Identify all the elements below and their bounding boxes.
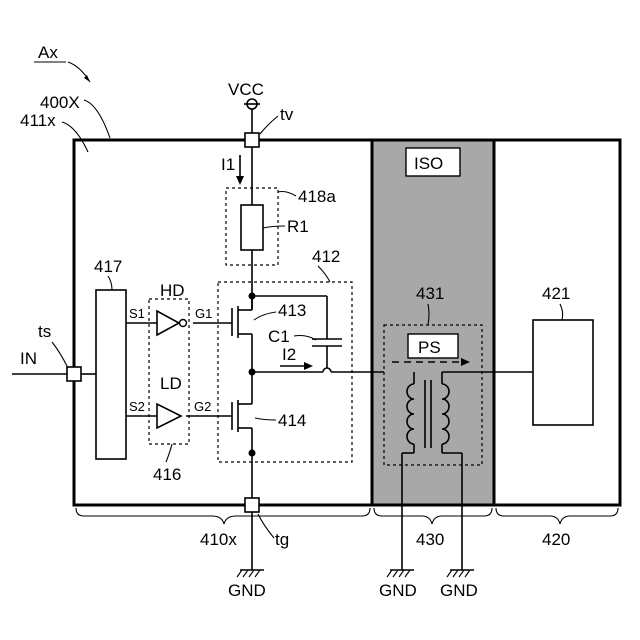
label-ld: LD: [160, 374, 182, 393]
label-tv: tv: [280, 105, 294, 124]
block-417: [96, 290, 126, 459]
label-gnd-2: GND: [379, 581, 417, 600]
leader-421: [560, 304, 563, 320]
resistor-r1: [241, 205, 263, 250]
label-r1: R1: [287, 217, 309, 236]
brace-410x: [76, 508, 370, 524]
label-vcc: VCC: [228, 80, 264, 99]
arrowhead-ax: [84, 75, 90, 82]
label-421: 421: [542, 284, 570, 303]
label-414: 414: [278, 411, 306, 430]
leader-tg: [258, 514, 274, 538]
label-430: 430: [416, 530, 444, 549]
label-gnd-1: GND: [228, 581, 266, 600]
label-416: 416: [153, 465, 181, 484]
label-417: 417: [94, 257, 122, 276]
label-ts: ts: [38, 322, 51, 341]
leader-ts: [52, 342, 68, 368]
ground-symbol-2: [387, 570, 414, 577]
label-iso: ISO: [414, 154, 443, 173]
label-420: 420: [542, 530, 570, 549]
wire-crossover: [323, 368, 331, 372]
leader-413: [254, 312, 276, 320]
terminal-tg: [245, 498, 259, 512]
label-413: 413: [278, 301, 306, 320]
label-ax: Ax: [38, 43, 58, 62]
label-412: 412: [312, 247, 340, 266]
i2-arrowhead: [304, 362, 313, 370]
label-g2: G2: [194, 399, 211, 414]
leader-416: [166, 444, 172, 462]
label-411x: 411x: [20, 111, 56, 130]
block-421: [533, 320, 593, 425]
leader-tv: [260, 116, 278, 134]
brace-420: [496, 508, 618, 524]
label-400x: 400X: [40, 93, 80, 112]
label-in: IN: [20, 349, 37, 368]
leader-414: [255, 418, 276, 420]
i1-arrowhead: [236, 176, 244, 185]
label-hd: HD: [160, 281, 185, 300]
label-431: 431: [416, 284, 444, 303]
leader-400x: [84, 100, 110, 138]
terminal-ts: [67, 367, 81, 381]
label-gnd-3: GND: [440, 581, 478, 600]
brace-430: [374, 508, 492, 524]
label-g1: G1: [195, 306, 212, 321]
label-c1: C1: [268, 327, 290, 346]
ld-buffer-symbol: [157, 404, 181, 428]
ground-symbol-1: [237, 570, 264, 577]
hd-inverter-symbol: [157, 311, 179, 335]
label-410x: 410x: [200, 530, 237, 549]
terminal-tv: [245, 133, 259, 147]
leader-417: [108, 276, 112, 290]
label-i2: I2: [282, 345, 296, 364]
label-418a: 418a: [298, 187, 336, 206]
leader-412: [318, 266, 330, 282]
label-s1: S1: [129, 306, 145, 321]
hd-inverter-bubble: [180, 320, 187, 327]
leader-418a: [278, 192, 296, 197]
label-tg: tg: [275, 530, 289, 549]
label-s2: S2: [129, 399, 145, 414]
label-ps: PS: [418, 338, 441, 357]
ground-symbol-3: [447, 570, 474, 577]
label-i1: I1: [221, 155, 235, 174]
leader-r1: [263, 226, 285, 228]
